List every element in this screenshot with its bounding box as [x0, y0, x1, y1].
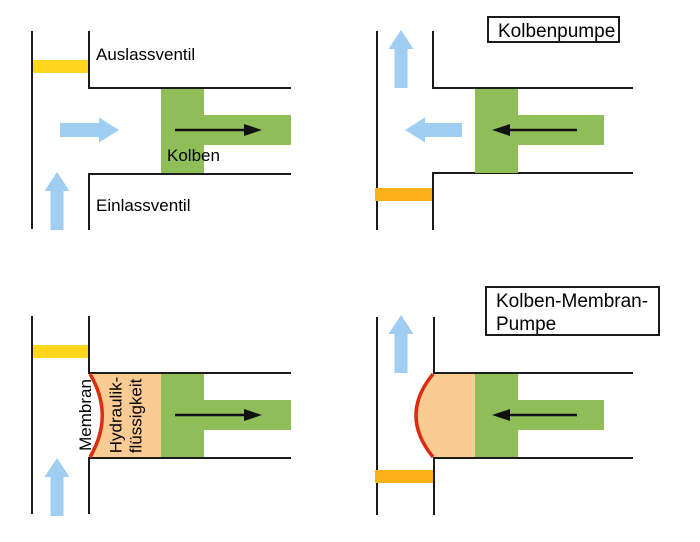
- piston-motion-arrow-head-right-icon: [244, 124, 262, 136]
- inner-pipe-wall-upper: [88, 31, 90, 89]
- hydraulic-fluid-label-line1: Hydraulik-: [106, 376, 126, 454]
- piston-motion-arrow-head-right-icon: [244, 409, 262, 421]
- flow-arrow-up-outlet-icon: [388, 30, 414, 88]
- panel-membrane-pump-intake: [31, 316, 291, 516]
- cylinder-wall-top: [432, 87, 633, 89]
- inlet-valve-closed-bar: [375, 188, 432, 201]
- inner-pipe-wall-upper: [432, 31, 434, 89]
- hydraulic-fluid-area: [416, 374, 475, 457]
- outlet-valve-closed-bar: [33, 345, 88, 358]
- inlet-valve-label: Einlassventil: [96, 196, 191, 215]
- piston-motion-arrow-head-left-icon: [492, 124, 510, 136]
- inner-pipe-wall-lower: [432, 172, 434, 230]
- panel-piston-pump-discharge: [375, 30, 633, 230]
- flow-arrow-left-icon: [405, 117, 462, 143]
- panel-membrane-pump-discharge: [375, 315, 633, 515]
- cylinder-wall-top: [89, 372, 291, 374]
- inlet-valve-closed-bar: [375, 470, 433, 483]
- outer-pipe-wall: [31, 316, 33, 514]
- piston-motion-arrow-head-left-icon: [492, 409, 510, 421]
- inner-pipe-wall-lower: [433, 457, 435, 515]
- flow-arrow-up-inlet-icon: [44, 172, 70, 230]
- cylinder-wall-bottom: [89, 457, 291, 459]
- hydraulic-fluid-area: [90, 374, 161, 457]
- inner-pipe-wall-lower: [88, 173, 90, 230]
- membrane-curve: [414, 372, 435, 459]
- panel-piston-pump-intake: [31, 31, 291, 230]
- flow-arrow-up-outlet-icon: [388, 315, 414, 373]
- inner-pipe-wall-upper: [433, 317, 435, 374]
- cylinder-wall-bottom: [88, 173, 291, 175]
- hydraulic-fluid-label-line2: flüssigkeit: [126, 378, 145, 454]
- inner-pipe-wall-upper: [88, 316, 90, 374]
- outer-pipe-wall: [31, 31, 33, 229]
- outer-pipe-wall: [376, 317, 378, 515]
- cylinder-wall-top: [88, 87, 291, 89]
- membrane-label: Membran: [76, 379, 96, 451]
- outlet-valve-closed-bar: [33, 60, 88, 73]
- membrane-pump-title-line2: Pumpe: [496, 314, 557, 336]
- outlet-valve-label: Auslassventil: [96, 45, 196, 64]
- piston-pump-title-box: Kolbenpumpe: [487, 16, 620, 43]
- flow-arrow-up-inlet-icon: [44, 458, 70, 516]
- membrane-pump-title-line1: Kolben-Membran-: [496, 291, 649, 312]
- membrane-pump-title-box: Kolben-Membran- Pumpe: [485, 286, 660, 336]
- piston-pump-title: Kolbenpumpe: [498, 21, 616, 42]
- cylinder-wall-bottom: [432, 172, 633, 174]
- inner-pipe-wall-lower: [88, 457, 90, 514]
- membrane-curve: [88, 373, 104, 458]
- hydraulic-fluid-label: Hydraulik- flüssigkeit: [106, 377, 145, 454]
- cylinder-wall-top: [434, 372, 633, 374]
- flow-arrow-right-icon: [60, 117, 119, 143]
- piston-label: Kolben: [167, 146, 220, 165]
- cylinder-wall-bottom: [434, 457, 633, 459]
- outer-pipe-wall: [376, 31, 378, 230]
